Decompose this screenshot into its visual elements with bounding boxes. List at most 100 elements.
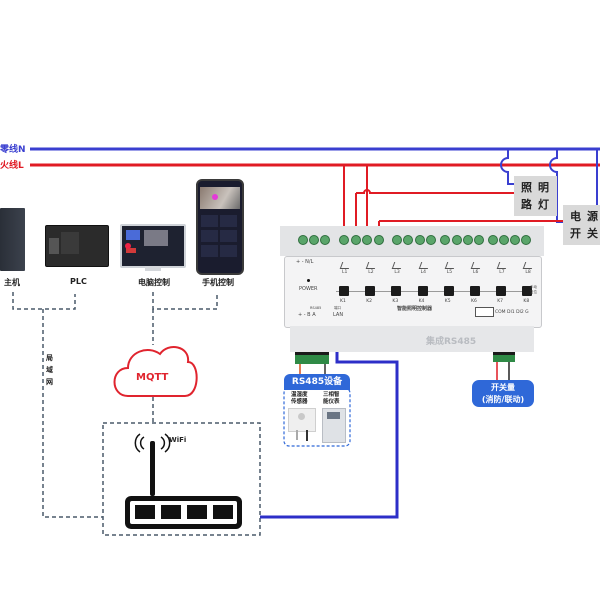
relay-label: L8 (525, 270, 531, 275)
terminal-screw (415, 235, 425, 245)
relay-bus-line (336, 291, 528, 292)
terminal-screw (426, 235, 436, 245)
terminal-screw (351, 235, 361, 245)
key-label: K1 (340, 299, 346, 304)
plc-device-icon (45, 225, 109, 267)
relay-label: L5 (446, 270, 453, 275)
live-line-label: 火线L (0, 161, 24, 171)
wifi-label: WiFi (169, 436, 187, 444)
switch-input-line2: (消防/联动) (481, 395, 525, 404)
mode-label: 手动 复位 (530, 285, 537, 294)
terminal-screw (339, 235, 349, 245)
rs485-device-1-label: 温湿度 传感器 (291, 392, 308, 406)
key-label: K6 (471, 299, 477, 304)
lan-char-2: 域 (46, 366, 53, 374)
lan-port-label: LAN (333, 312, 344, 318)
power-switch-line2: 开关 (570, 227, 600, 240)
key-label: K8 (523, 299, 530, 304)
humidity-sensor-probe (296, 430, 298, 440)
lan-left-trunk (42, 309, 103, 518)
key-label: K5 (444, 299, 451, 304)
terminal-screw (499, 235, 509, 245)
certification-mark (475, 307, 494, 317)
terminal-screw (521, 235, 531, 245)
terminal-screw (474, 235, 484, 245)
relay-key-button[interactable] (417, 286, 428, 296)
rs485-device-1-line1: 温湿度 (291, 392, 308, 398)
relay-key-button[interactable] (365, 286, 376, 296)
relay-label: L1 (342, 270, 348, 275)
terminal-screw (362, 235, 372, 245)
power-switch-box: 电源 开关 (563, 205, 600, 245)
rs485-header: RS485 (310, 306, 322, 310)
terminal-screw (298, 235, 308, 245)
di-terminal-block (493, 352, 515, 362)
lighting-load-line1: 照明 (521, 181, 555, 194)
plc-label: PLC (70, 277, 87, 286)
rs485-devices-title: RS485设备 (284, 374, 350, 390)
lan-port-header: 端口 (334, 306, 341, 310)
neutral-line-label: 零线N (0, 145, 26, 155)
switch-input-line1: 开关量 (491, 383, 515, 392)
rs485-terminal-block (295, 352, 329, 364)
lan-label: 局 域 网 (46, 352, 53, 388)
lighting-load-box: 照明 路灯 (514, 176, 557, 216)
humidity-sensor-cable (306, 430, 308, 441)
power-led (307, 279, 310, 282)
phone-label: 手机控制 (202, 278, 234, 287)
relay-key-button[interactable] (339, 286, 349, 296)
terminal-screw (309, 235, 319, 245)
key-label: K4 (418, 299, 425, 304)
switch-input-badge: 开关量 (消防/联动) (472, 380, 534, 407)
key-label: K3 (392, 299, 399, 304)
terminal-screw (440, 235, 450, 245)
lan-char-3: 网 (46, 378, 53, 386)
router-dashed-box (102, 422, 261, 536)
lan-pc-phone-line (152, 292, 218, 310)
relay-label: L7 (499, 270, 505, 275)
terminal-screw (452, 235, 462, 245)
lan-host-line (12, 292, 76, 310)
host-device-icon (0, 208, 25, 271)
relay-label: L2 (368, 270, 374, 275)
lighting-controller (280, 226, 544, 352)
relay-label: L3 (394, 270, 400, 275)
controller-title: 智能照明控制器 (397, 306, 433, 312)
lan-char-1: 局 (46, 354, 53, 362)
terminal-screw (403, 235, 413, 245)
key-label: K7 (497, 299, 504, 304)
rs485-pins: + - B A (298, 312, 316, 318)
terminal-screw (374, 235, 384, 245)
power-switch-line1: 电源 (570, 210, 600, 223)
terminal-screw (463, 235, 473, 245)
pc-stand (145, 266, 161, 271)
relay-key-button[interactable] (496, 286, 507, 296)
energy-meter-icon (322, 408, 346, 443)
relay-key-button[interactable] (470, 286, 480, 296)
controller-base (290, 326, 534, 352)
rs485-device-1-line2: 传感器 (291, 399, 308, 405)
router-icon (125, 433, 242, 529)
relay-key-button[interactable] (391, 286, 402, 296)
terminal-screw (510, 235, 520, 245)
controller-watermark: 集成RS485 (426, 337, 477, 347)
rs485-device-2-label: 三相智 能仪表 (323, 392, 340, 406)
neutral-drop-lighting (500, 149, 514, 185)
terminal-screw (392, 235, 402, 245)
neutral-drop-power (549, 149, 563, 223)
pc-label: 电脑控制 (138, 278, 170, 287)
mqtt-label: MQTT (136, 372, 169, 383)
mqtt-cloud-icon (113, 346, 198, 397)
lighting-load-line2: 路灯 (521, 198, 555, 211)
relay-key-button[interactable] (443, 286, 454, 296)
relay-label: L6 (473, 270, 479, 275)
rs485-device-2-line2: 能仪表 (323, 399, 340, 405)
di-labels: COM DI1 DI2 G (495, 310, 529, 315)
phone-icon (196, 179, 244, 275)
key-label: K2 (366, 299, 373, 304)
relay-key-button[interactable] (522, 286, 533, 296)
humidity-sensor-icon (288, 408, 316, 432)
host-label: 主机 (4, 278, 20, 287)
rs485-device-2-line1: 三相智 (323, 392, 340, 398)
